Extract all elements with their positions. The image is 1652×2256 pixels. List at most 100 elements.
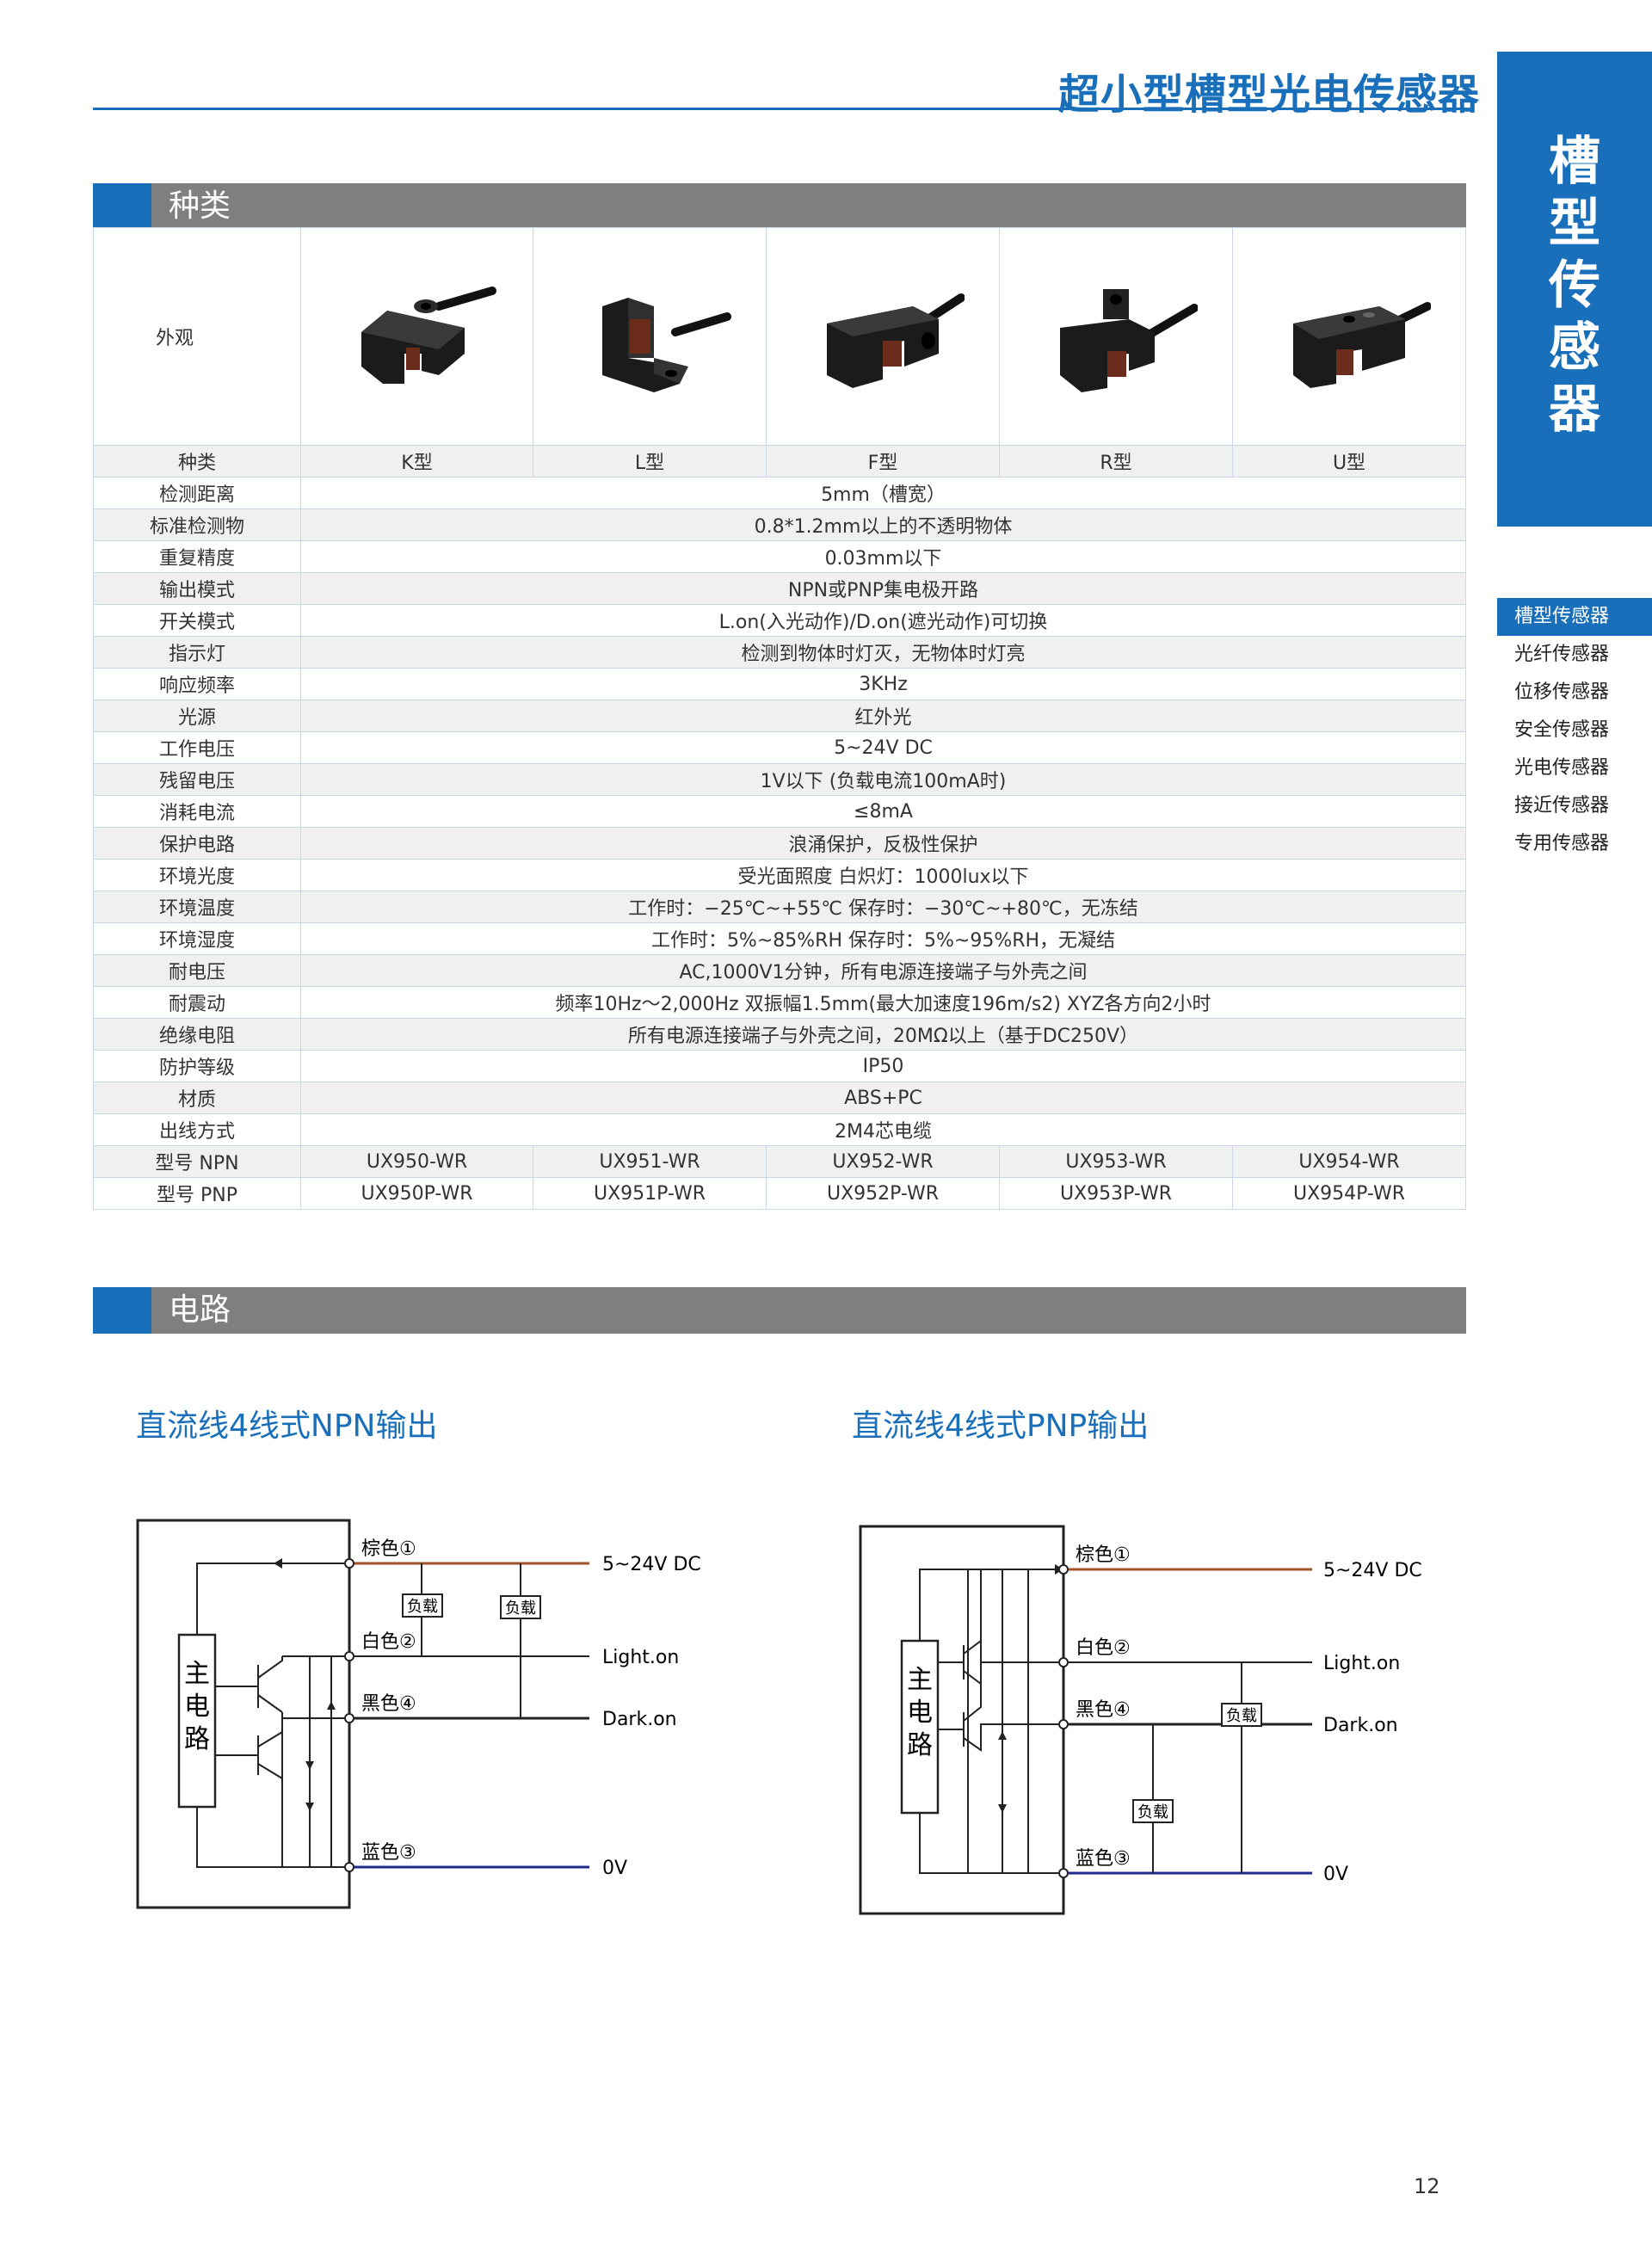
row-value: 5mm（槽宽）: [300, 477, 1466, 509]
spec-row: 环境湿度工作时：5%~85%RH 保存时：5%~95%RH，无凝结: [93, 922, 1466, 955]
model-cell: UX953-WR: [999, 1145, 1233, 1178]
section-label: 种类: [169, 188, 231, 224]
section-accent: [93, 183, 151, 230]
nav-item-displacement-sensor[interactable]: 位移传感器: [1514, 681, 1610, 703]
row-value: 工作时：5%~85%RH 保存时：5%~95%RH，无凝结: [300, 922, 1466, 955]
pnp-light-on-label: Light.on: [1323, 1653, 1400, 1674]
row-value: ABS+PC: [300, 1082, 1466, 1114]
pnp-brown-label: 棕色①: [1076, 1544, 1131, 1566]
nav-item-safety-sensor[interactable]: 安全传感器: [1514, 719, 1610, 741]
row-label: 保护电路: [93, 827, 301, 860]
appearance-row: 外观: [93, 227, 1466, 446]
npn-load-label: 负载: [407, 1598, 438, 1616]
row-value: ≤8mA: [300, 795, 1466, 828]
nav-item-special-sensor[interactable]: 专用传感器: [1514, 833, 1610, 854]
npn-diode-icon: [305, 1761, 314, 1770]
pnp-supply-label: 5~24V DC: [1323, 1560, 1422, 1581]
product-image-u: [1232, 227, 1466, 446]
npn-supply-label: 5~24V DC: [602, 1554, 701, 1575]
npn-black-label: 黑色④: [361, 1693, 416, 1715]
npn-circuit-title: 直流线4线式NPN输出: [136, 1408, 438, 1444]
row-value: 3KHz: [300, 668, 1466, 700]
type-cell: L型: [533, 445, 767, 478]
sensor-l-image: [602, 298, 731, 392]
row-label: 型号 PNP: [93, 1177, 301, 1210]
spec-row: 保护电路浪涌保护，反极性保护: [93, 827, 1466, 860]
spec-row: 环境光度受光面照度 白炽灯：1000lux以下: [93, 859, 1466, 891]
type-row: 种类 K型 L型 F型 R型 U型: [93, 445, 1466, 478]
sensor-k-image: [361, 287, 496, 384]
nav-item-proximity-sensor[interactable]: 接近传感器: [1514, 795, 1610, 817]
row-label: 环境温度: [93, 891, 301, 923]
npn-zero-v-label: 0V: [602, 1858, 627, 1879]
spec-row: 指示灯检测到物体时灯灭，无物体时灯亮: [93, 636, 1466, 669]
type-cell: R型: [999, 445, 1233, 478]
row-value: 0.8*1.2mm以上的不透明物体: [300, 509, 1466, 541]
pnp-sensor-box: [859, 1525, 1065, 1915]
npn-circuit-diagram: 主 电 路 负载 负载 棕色① 白色② 黑色④ 蓝色③ 5~24V DC Lig…: [136, 1519, 701, 1909]
category-band-char: 传: [1549, 256, 1600, 316]
type-cell: U型: [1232, 445, 1466, 478]
spec-row: 环境温度工作时：−25℃~+55℃ 保存时：−30℃~+80℃，无冻结: [93, 891, 1466, 923]
row-label: 绝缘电阻: [93, 1018, 301, 1051]
product-image-r: [999, 227, 1233, 446]
npn-main-char: 主: [184, 1659, 210, 1689]
row-value: 受光面照度 白炽灯：1000lux以下: [300, 859, 1466, 891]
npn-light-on-label: Light.on: [602, 1647, 679, 1668]
section-accent: [93, 1287, 151, 1334]
nav-item-slot-sensor[interactable]: 槽型传感器: [1497, 598, 1652, 636]
row-label: 出线方式: [93, 1113, 301, 1146]
npn-main-char: 路: [184, 1724, 210, 1754]
spec-row: 绝缘电阻所有电源连接端子与外壳之间，20MΩ以上（基于DC250V）: [93, 1018, 1466, 1051]
pnp-diode-icon: [998, 1804, 1007, 1813]
model-cell: UX952P-WR: [766, 1177, 1000, 1210]
pnp-load-label: 负载: [1137, 1803, 1168, 1821]
pnp-circuit-diagram: 主 电 路 负载 负载 棕色① 白色② 黑色④ 蓝色③ 5~24V DC Lig…: [859, 1525, 1422, 1915]
pnp-main-char: 电: [907, 1698, 933, 1728]
row-value: IP50: [300, 1050, 1466, 1082]
sensor-r-image: [1060, 289, 1198, 392]
npn-sensor-box: [136, 1519, 351, 1909]
sensor-u-image: [1293, 302, 1431, 388]
product-image-l: [533, 227, 767, 446]
category-band-char: 型: [1549, 194, 1600, 254]
model-cell: UX952-WR: [766, 1145, 1000, 1178]
row-value: 检测到物体时灯灭，无物体时灯亮: [300, 636, 1466, 669]
section-bar-types: 种类: [93, 183, 1466, 230]
row-value: 2M4芯电缆: [300, 1113, 1466, 1146]
row-label: 环境湿度: [93, 922, 301, 955]
npn-brown-label: 棕色①: [361, 1538, 416, 1560]
row-label: 光源: [93, 700, 301, 732]
nav-item-photoelectric-sensor[interactable]: 光电传感器: [1514, 757, 1610, 779]
type-cell: K型: [300, 445, 533, 478]
npn-diode-icon: [327, 1701, 336, 1710]
model-cell: UX954-WR: [1232, 1145, 1466, 1178]
row-value: NPN或PNP集电极开路: [300, 572, 1466, 605]
nav-item-fiber-sensor[interactable]: 光纤传感器: [1514, 644, 1610, 665]
pnp-black-label: 黑色④: [1076, 1699, 1131, 1721]
product-image-f: [766, 227, 1000, 446]
row-label: 消耗电流: [93, 795, 301, 828]
row-label: 响应频率: [93, 668, 301, 700]
pnp-blue-label: 蓝色③: [1076, 1848, 1131, 1870]
npn-diode-icon: [305, 1803, 314, 1811]
model-cell: UX951-WR: [533, 1145, 767, 1178]
model-cell: UX950P-WR: [300, 1177, 533, 1210]
spec-row: 消耗电流≤8mA: [93, 795, 1466, 828]
pnp-diode-icon: [998, 1731, 1007, 1740]
type-cell: F型: [766, 445, 1000, 478]
category-nav: 槽型传感器 光纤传感器 位移传感器 安全传感器 光电传感器 接近传感器 专用传感…: [1497, 598, 1652, 863]
row-label: 种类: [93, 445, 301, 478]
npn-main-char: 电: [184, 1692, 210, 1722]
spec-row: 光源红外光: [93, 700, 1466, 732]
row-label: 残留电压: [93, 763, 301, 796]
